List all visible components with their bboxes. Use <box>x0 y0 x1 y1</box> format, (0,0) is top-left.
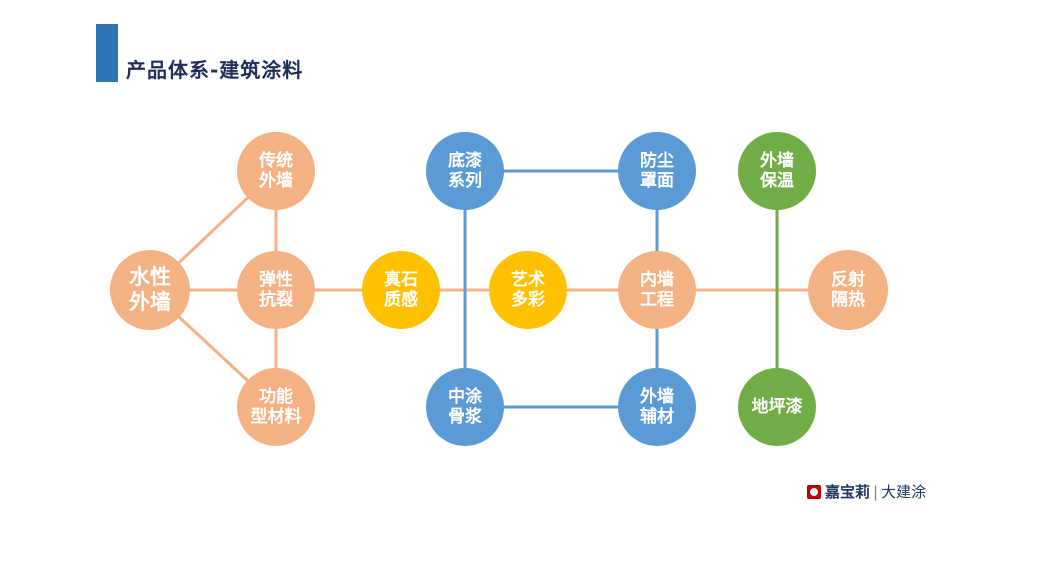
node-label-line1: 内墙 <box>640 269 674 290</box>
node-label-line1: 中涂 <box>448 386 482 407</box>
node-label-line2: 外墙 <box>259 171 293 191</box>
node-label-line1: 真石 <box>384 269 418 290</box>
node-label-line1: 防尘 <box>640 150 674 171</box>
node-label-line2: 质感 <box>384 290 418 310</box>
brand-name: 嘉宝莉 <box>825 483 871 501</box>
brand-logo-area: 嘉宝莉 | 大建涂 <box>807 481 926 502</box>
node-label-line2: 多彩 <box>511 290 545 310</box>
node-label-line2: 抗裂 <box>259 290 293 310</box>
node-label-line1: 反射 <box>831 269 865 290</box>
node-label-line2: 工程 <box>640 290 674 310</box>
node-label-line2: 系列 <box>448 171 482 191</box>
node-label-line2: 骨浆 <box>448 407 482 427</box>
node-fangchen-zhaomian: 防尘 罩面 <box>618 132 696 210</box>
node-label-line2: 辅材 <box>640 407 674 427</box>
node-label-line1: 底漆 <box>448 150 482 171</box>
node-fanshe-gere: 反射 隔热 <box>808 250 888 330</box>
title-accent-bar <box>96 24 118 82</box>
node-waiqiang-baowen: 外墙 保温 <box>738 132 816 210</box>
node-label-line1: 外墙 <box>640 386 674 407</box>
node-waiqiang-fucai: 外墙 辅材 <box>618 368 696 446</box>
node-label-line1: 水性 <box>129 264 171 289</box>
brand-mark-icon <box>807 484 821 499</box>
node-label-line1: 弹性 <box>259 269 293 290</box>
node-gongneng-xingcailiao: 功能 型材料 <box>237 368 315 446</box>
node-yishu-duocai: 艺术 多彩 <box>489 251 567 329</box>
node-label-line2: 隔热 <box>831 290 865 310</box>
node-dipingqi: 地坪漆 <box>738 368 816 446</box>
brand-subtitle: 大建涂 <box>881 483 927 501</box>
node-zhongtu-gujiang: 中涂 骨浆 <box>426 368 504 446</box>
node-zhenshi-zhigan: 真石 质感 <box>362 251 440 329</box>
node-label-line1: 艺术 <box>511 269 545 290</box>
node-label-line2: 罩面 <box>640 171 674 191</box>
node-label-line1: 地坪漆 <box>751 396 803 417</box>
node-label-line1: 传统 <box>259 150 293 171</box>
brand-separator: | <box>873 482 879 501</box>
node-label-line1: 外墙 <box>760 150 794 171</box>
node-label-line2: 外墙 <box>129 290 171 314</box>
node-neiqiang-gongcheng: 内墙 工程 <box>618 251 696 329</box>
node-chuantong-waiqiang: 传统 外墙 <box>237 132 315 210</box>
node-label-line2: 保温 <box>760 171 794 191</box>
node-diqi-xilie: 底漆 系列 <box>426 132 504 210</box>
node-shuixing-waiqiang: 水性 外墙 <box>110 250 190 330</box>
node-label-line2: 型材料 <box>250 407 302 427</box>
node-label-line1: 功能 <box>259 386 293 407</box>
node-tanxing-kanglie: 弹性 抗裂 <box>237 251 315 329</box>
page-title: 产品体系-建筑涂料 <box>126 58 304 82</box>
